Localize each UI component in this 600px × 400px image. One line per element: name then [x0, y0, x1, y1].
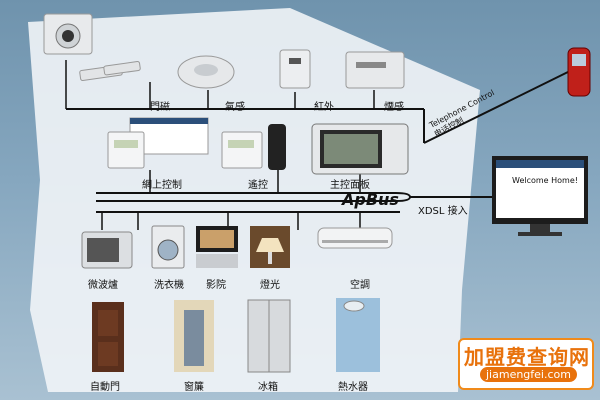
cinema-icon	[196, 226, 238, 268]
shower-icon	[336, 298, 380, 372]
remote-panel-icon	[221, 124, 286, 170]
door-sensor-icon	[79, 61, 141, 81]
label-aircon: 空調	[350, 280, 370, 291]
label-xdsl: XDSL 接入	[418, 206, 468, 217]
label-gas-sensor: 氣感	[225, 102, 245, 113]
fridge-icon	[247, 299, 291, 373]
label-door-sensor: 門磁	[150, 102, 170, 113]
label-remote: 遙控	[248, 180, 268, 191]
monitor-icon	[492, 156, 588, 236]
bus-label: ApBus	[342, 190, 399, 209]
label-cinema: 影院	[206, 280, 226, 291]
label-infrared: 紅外	[314, 102, 334, 113]
label-water-heater: 熱水器	[338, 382, 368, 393]
watermark-url: jiamengfei.com	[480, 367, 577, 382]
curtain-icon	[174, 300, 214, 372]
label-auto-door: 自動門	[90, 382, 120, 393]
label-smoke-sensor: 煙感	[384, 102, 404, 113]
mobile-phone-icon	[567, 47, 591, 97]
smoke-sensor-icon	[345, 51, 405, 89]
infrared-sensor-icon	[279, 49, 311, 89]
lamp-icon	[250, 226, 290, 268]
microwave-icon	[81, 231, 133, 269]
label-web-control: 網上控制	[142, 180, 182, 191]
sensor-connectors	[65, 60, 375, 230]
gas-sensor-icon	[177, 55, 235, 89]
main-panel-icon	[311, 123, 409, 175]
web-control-icon	[107, 117, 209, 169]
label-microwave: 微波爐	[88, 280, 118, 291]
washer-icon	[151, 225, 185, 269]
camera-icon	[43, 13, 93, 55]
aircon-icon	[317, 227, 393, 249]
watermark-title: 加盟费查询网	[464, 345, 590, 369]
label-washer: 洗衣機	[154, 280, 184, 291]
monitor-title: Welcome Home!	[512, 176, 578, 185]
bus-lines	[66, 69, 573, 213]
label-main-panel: 主控面板	[330, 180, 370, 191]
door-icon	[92, 302, 124, 372]
label-lighting: 燈光	[260, 280, 280, 291]
label-curtain: 窗簾	[184, 382, 204, 393]
label-fridge: 冰箱	[258, 382, 278, 393]
